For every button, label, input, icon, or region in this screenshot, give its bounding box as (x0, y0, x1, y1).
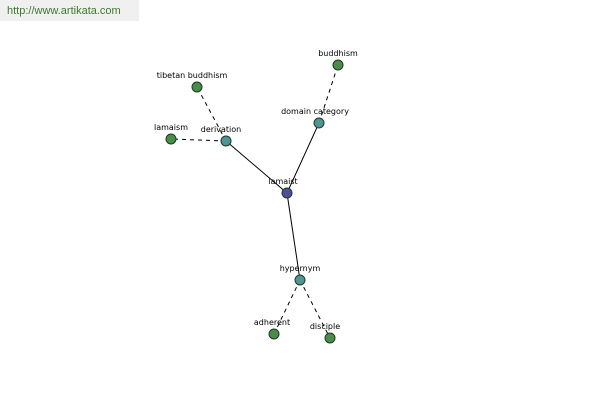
graph-edges (170, 64, 339, 339)
source-url-banner[interactable]: http://www.artikata.com (0, 0, 139, 21)
edge-hypernym-adherent (273, 279, 301, 335)
node-circle[interactable] (220, 135, 232, 147)
center-node-lamaist[interactable]: lamaist (268, 177, 298, 199)
relation-node-hypernym[interactable]: hypernym (280, 264, 321, 286)
edge-lamaist-derivation (225, 140, 288, 194)
node-label-buddhism[interactable]: buddhism (318, 49, 358, 58)
leaf-node-lamaism[interactable]: lamaism (154, 123, 188, 145)
leaf-node-disciple[interactable]: disciple (310, 322, 340, 344)
node-circle[interactable] (313, 117, 325, 129)
graph-nodes: derivation tibetan buddhism lamaism domain … (154, 49, 358, 344)
leaf-node-buddhism[interactable]: buddhism (318, 49, 358, 71)
node-label-hypernym[interactable]: hypernym (280, 264, 321, 273)
node-label-domain-category[interactable]: domain category (281, 107, 349, 116)
node-label-tibetan-buddhism[interactable]: tibetan buddhism (157, 71, 228, 80)
node-label-lamaism[interactable]: lamaism (154, 123, 188, 132)
edge-derivation-lamaism (170, 138, 227, 142)
node-label-derivation[interactable]: derivation (201, 125, 241, 134)
node-circle[interactable] (294, 274, 306, 286)
node-circle[interactable] (324, 332, 336, 344)
node-circle[interactable] (191, 81, 203, 93)
node-circle[interactable] (268, 328, 280, 340)
node-label-adherent[interactable]: adherent (254, 318, 290, 327)
leaf-node-tibetan-buddhism[interactable]: tibetan buddhism (157, 71, 228, 93)
edge-derivation-tibetan-buddhism (196, 86, 227, 142)
source-url-link[interactable]: http://www.artikata.com (7, 4, 121, 17)
relation-node-domain-category[interactable]: domain category (281, 107, 349, 129)
edge-hypernym-disciple (299, 279, 331, 339)
edge-lamaist-hypernym (286, 192, 301, 281)
leaf-node-adherent[interactable]: adherent (254, 318, 290, 340)
relation-node-derivation[interactable]: derivation (201, 125, 241, 147)
node-label-disciple[interactable]: disciple (310, 322, 340, 331)
edge-lamaist-domain-category (286, 122, 320, 194)
node-circle[interactable] (281, 187, 293, 199)
node-circle[interactable] (165, 133, 177, 145)
edge-domain-category-buddhism (318, 64, 339, 124)
node-label-lamaist[interactable]: lamaist (268, 177, 297, 186)
node-circle[interactable] (332, 59, 344, 71)
